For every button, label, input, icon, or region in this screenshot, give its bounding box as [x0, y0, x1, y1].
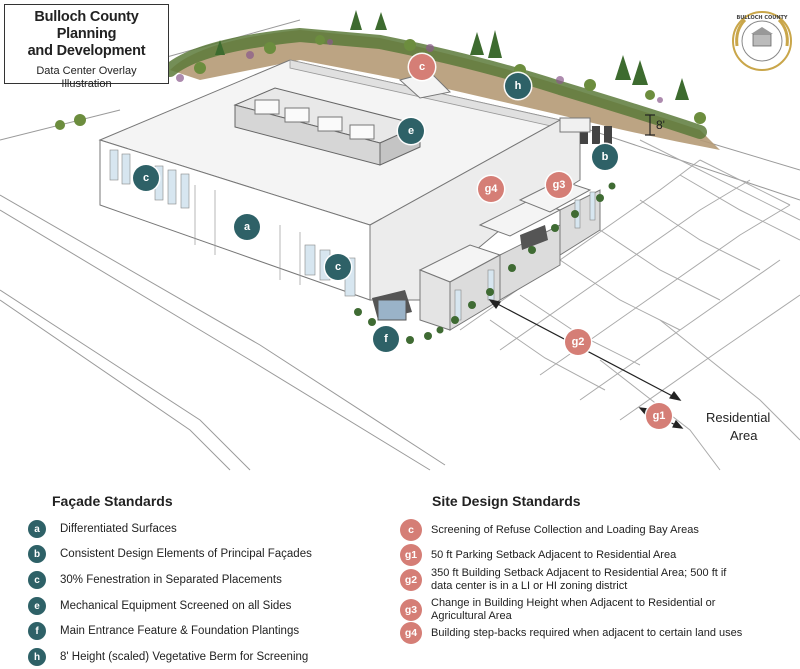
- marker-site-g2: g2: [565, 329, 591, 355]
- legend-text: Screening of Refuse Collection and Loadi…: [431, 523, 699, 536]
- subtitle-line-2: Illustration: [61, 78, 112, 90]
- subtitle-line-1: Data Center Overlay: [36, 65, 137, 77]
- marker-facade-c-left: c: [133, 165, 159, 191]
- legend-text-line-1: Change in Building Height when Adjacent …: [431, 597, 716, 609]
- legend-dot: g2: [400, 569, 422, 591]
- legend-dot: f: [28, 622, 46, 640]
- marker-facade-c-front: c: [325, 254, 351, 280]
- marker-facade-b: b: [592, 144, 618, 170]
- county-seal-icon: BULLOCH COUNTY: [732, 11, 792, 71]
- legend-facade-b: b Consistent Design Elements of Principa…: [28, 545, 312, 563]
- legend-text-line-1: 350 ft Building Setback Adjacent to Resi…: [431, 567, 727, 579]
- facade-standards-heading: Façade Standards: [52, 493, 173, 509]
- berm-height-label: 8': [656, 118, 665, 132]
- legend-site-g3: g3 Change in Building Height when Adjace…: [400, 597, 715, 623]
- legend-text: 8' Height (scaled) Vegetative Berm for S…: [60, 650, 309, 663]
- legend-text: Change in Building Height when Adjacent …: [431, 597, 715, 623]
- legend-facade-c: c 30% Fenestration in Separated Placemen…: [28, 571, 282, 589]
- legend-dot: b: [28, 545, 46, 563]
- legend-dot: g1: [400, 544, 422, 566]
- marker-facade-a: a: [234, 214, 260, 240]
- legend-text: 350 ft Building Setback Adjacent to Resi…: [431, 567, 726, 593]
- legend-dot: g3: [400, 599, 422, 621]
- marker-site-g3: g3: [546, 172, 572, 198]
- legend-site-g1: g1 50 ft Parking Setback Adjacent to Res…: [400, 544, 676, 566]
- marker-facade-f: f: [373, 326, 399, 352]
- residential-area-label-2: Area: [730, 428, 758, 443]
- legend-text: 50 ft Parking Setback Adjacent to Reside…: [431, 548, 677, 561]
- legend-text-line-2: Agricultural Area: [431, 610, 512, 622]
- legend-facade-e: e Mechanical Equipment Screened on all S…: [28, 597, 291, 615]
- title-line-1: Bulloch County Planning: [34, 9, 139, 42]
- title-box: Bulloch County Planning and Development …: [4, 4, 169, 90]
- site-illustration: [0, 10, 800, 471]
- marker-site-g1: g1: [646, 403, 672, 429]
- legend-dot: a: [28, 520, 46, 538]
- site-standards-heading: Site Design Standards: [432, 493, 581, 509]
- legend-site-c: c Screening of Refuse Collection and Loa…: [400, 519, 699, 541]
- legend-site-g4: g4 Building step-backs required when adj…: [400, 622, 742, 644]
- mechanical-screen: [233, 87, 422, 166]
- legend-dot: c: [28, 571, 46, 589]
- legend-text: Building step-backs required when adjace…: [431, 626, 743, 639]
- data-center-building: [98, 59, 616, 344]
- legend-text: Main Entrance Feature & Foundation Plant…: [60, 624, 300, 637]
- legend-facade-f: f Main Entrance Feature & Foundation Pla…: [28, 622, 299, 640]
- legend-site-g2: g2 350 ft Building Setback Adjacent to R…: [400, 567, 726, 593]
- legend-text-line-2: data center is in a LI or HI zoning dist…: [431, 580, 628, 592]
- marker-facade-h: h: [505, 73, 531, 99]
- residential-area-label-1: Residential: [706, 410, 771, 425]
- legend-dot: e: [28, 597, 46, 615]
- seal-text: BULLOCH COUNTY: [736, 15, 787, 21]
- main-entrance: [372, 225, 548, 321]
- marker-facade-e: e: [398, 118, 424, 144]
- legend-text: Mechanical Equipment Screened on all Sid…: [60, 599, 292, 612]
- marker-site-g4: g4: [478, 176, 504, 202]
- legend-dot: g4: [400, 622, 422, 644]
- legend-text: Consistent Design Elements of Principal …: [60, 547, 312, 560]
- legend-dot: h: [28, 648, 46, 666]
- title-line-2: and Development: [27, 43, 146, 59]
- legend-facade-a: a Differentiated Surfaces: [28, 520, 177, 538]
- legend-dot: c: [400, 519, 422, 541]
- legend-facade-h: h 8' Height (scaled) Vegetative Berm for…: [28, 648, 308, 666]
- legend-text: 30% Fenestration in Separated Placements: [60, 573, 282, 586]
- marker-site-c: c: [409, 54, 435, 80]
- legend-text: Differentiated Surfaces: [60, 522, 177, 535]
